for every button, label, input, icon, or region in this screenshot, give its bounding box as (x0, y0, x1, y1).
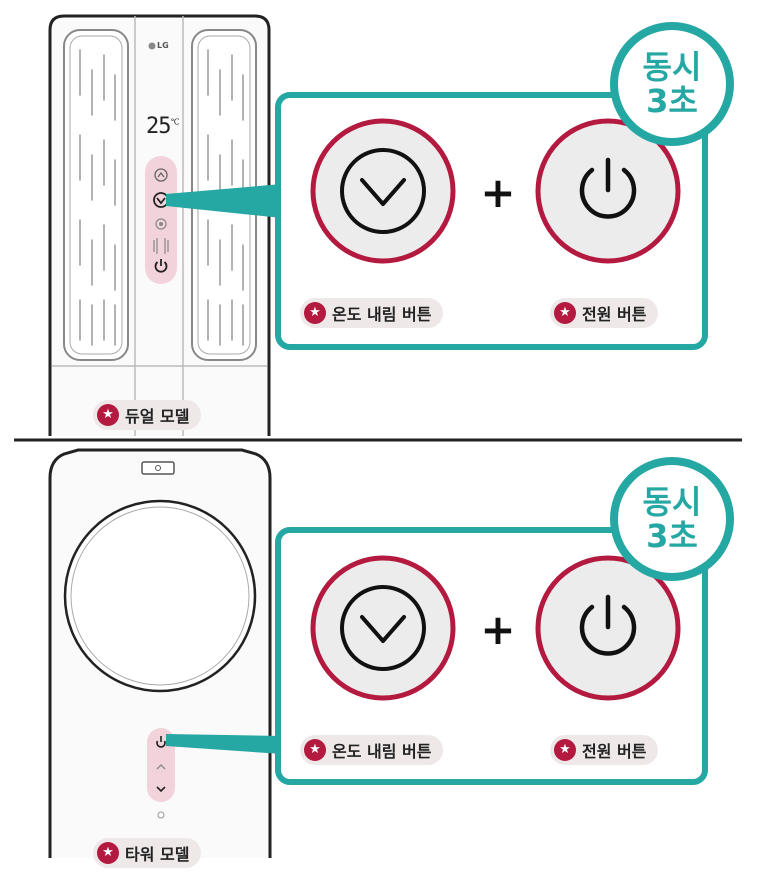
down-button-label: ★ 온도 내림 버튼 (300, 298, 444, 328)
star-icon: ★ (304, 739, 326, 761)
plus-sign: + (480, 605, 516, 654)
control-strip-highlight (145, 156, 177, 284)
lg-logo-icon (148, 42, 156, 50)
model-label: ★ 타워 모델 (93, 838, 202, 868)
label-text: 타워 모델 (125, 845, 190, 864)
model-label: ★ 듀얼 모델 (93, 400, 202, 430)
chevron-down-icon (360, 178, 406, 206)
star-icon: ★ (97, 842, 119, 864)
power-button-label: ★ 전원 버튼 (550, 298, 659, 328)
power-icon (579, 167, 637, 219)
brand-logo: LG (157, 41, 169, 50)
badge-line-2: 3초 (646, 82, 698, 120)
star-icon: ★ (554, 739, 576, 761)
label-text: 전원 버튼 (582, 305, 647, 324)
down-button-label: ★ 온도 내림 버튼 (300, 735, 444, 765)
simultaneous-3s-badge: 동시 3초 (610, 457, 734, 581)
top-down-button (310, 118, 456, 264)
bottom-down-button (310, 555, 456, 701)
plus-sign: + (480, 168, 516, 217)
callout-connector (166, 184, 282, 218)
temperature-display: 25℃ (146, 114, 180, 139)
label-text: 전원 버튼 (582, 742, 647, 761)
label-text: 온도 내림 버튼 (332, 742, 432, 761)
tower-model-unit (48, 448, 282, 858)
tower-callout-connector (166, 734, 282, 754)
star-icon: ★ (554, 302, 576, 324)
power-icon (579, 604, 637, 656)
star-icon: ★ (304, 302, 326, 324)
label-text: 온도 내림 버튼 (332, 305, 432, 324)
power-button-label: ★ 전원 버튼 (550, 735, 659, 765)
badge-line-1: 동시 (642, 48, 702, 86)
dual-model-unit (48, 14, 282, 436)
simultaneous-3s-badge: 동시 3초 (610, 22, 734, 146)
temperature-value: 25 (146, 114, 171, 139)
badge-line-2: 3초 (646, 517, 698, 555)
star-icon: ★ (97, 404, 119, 426)
badge-line-1: 동시 (642, 483, 702, 521)
chevron-down-icon (360, 615, 406, 643)
label-text: 듀얼 모델 (125, 407, 190, 426)
temperature-unit: ℃ (170, 117, 180, 127)
